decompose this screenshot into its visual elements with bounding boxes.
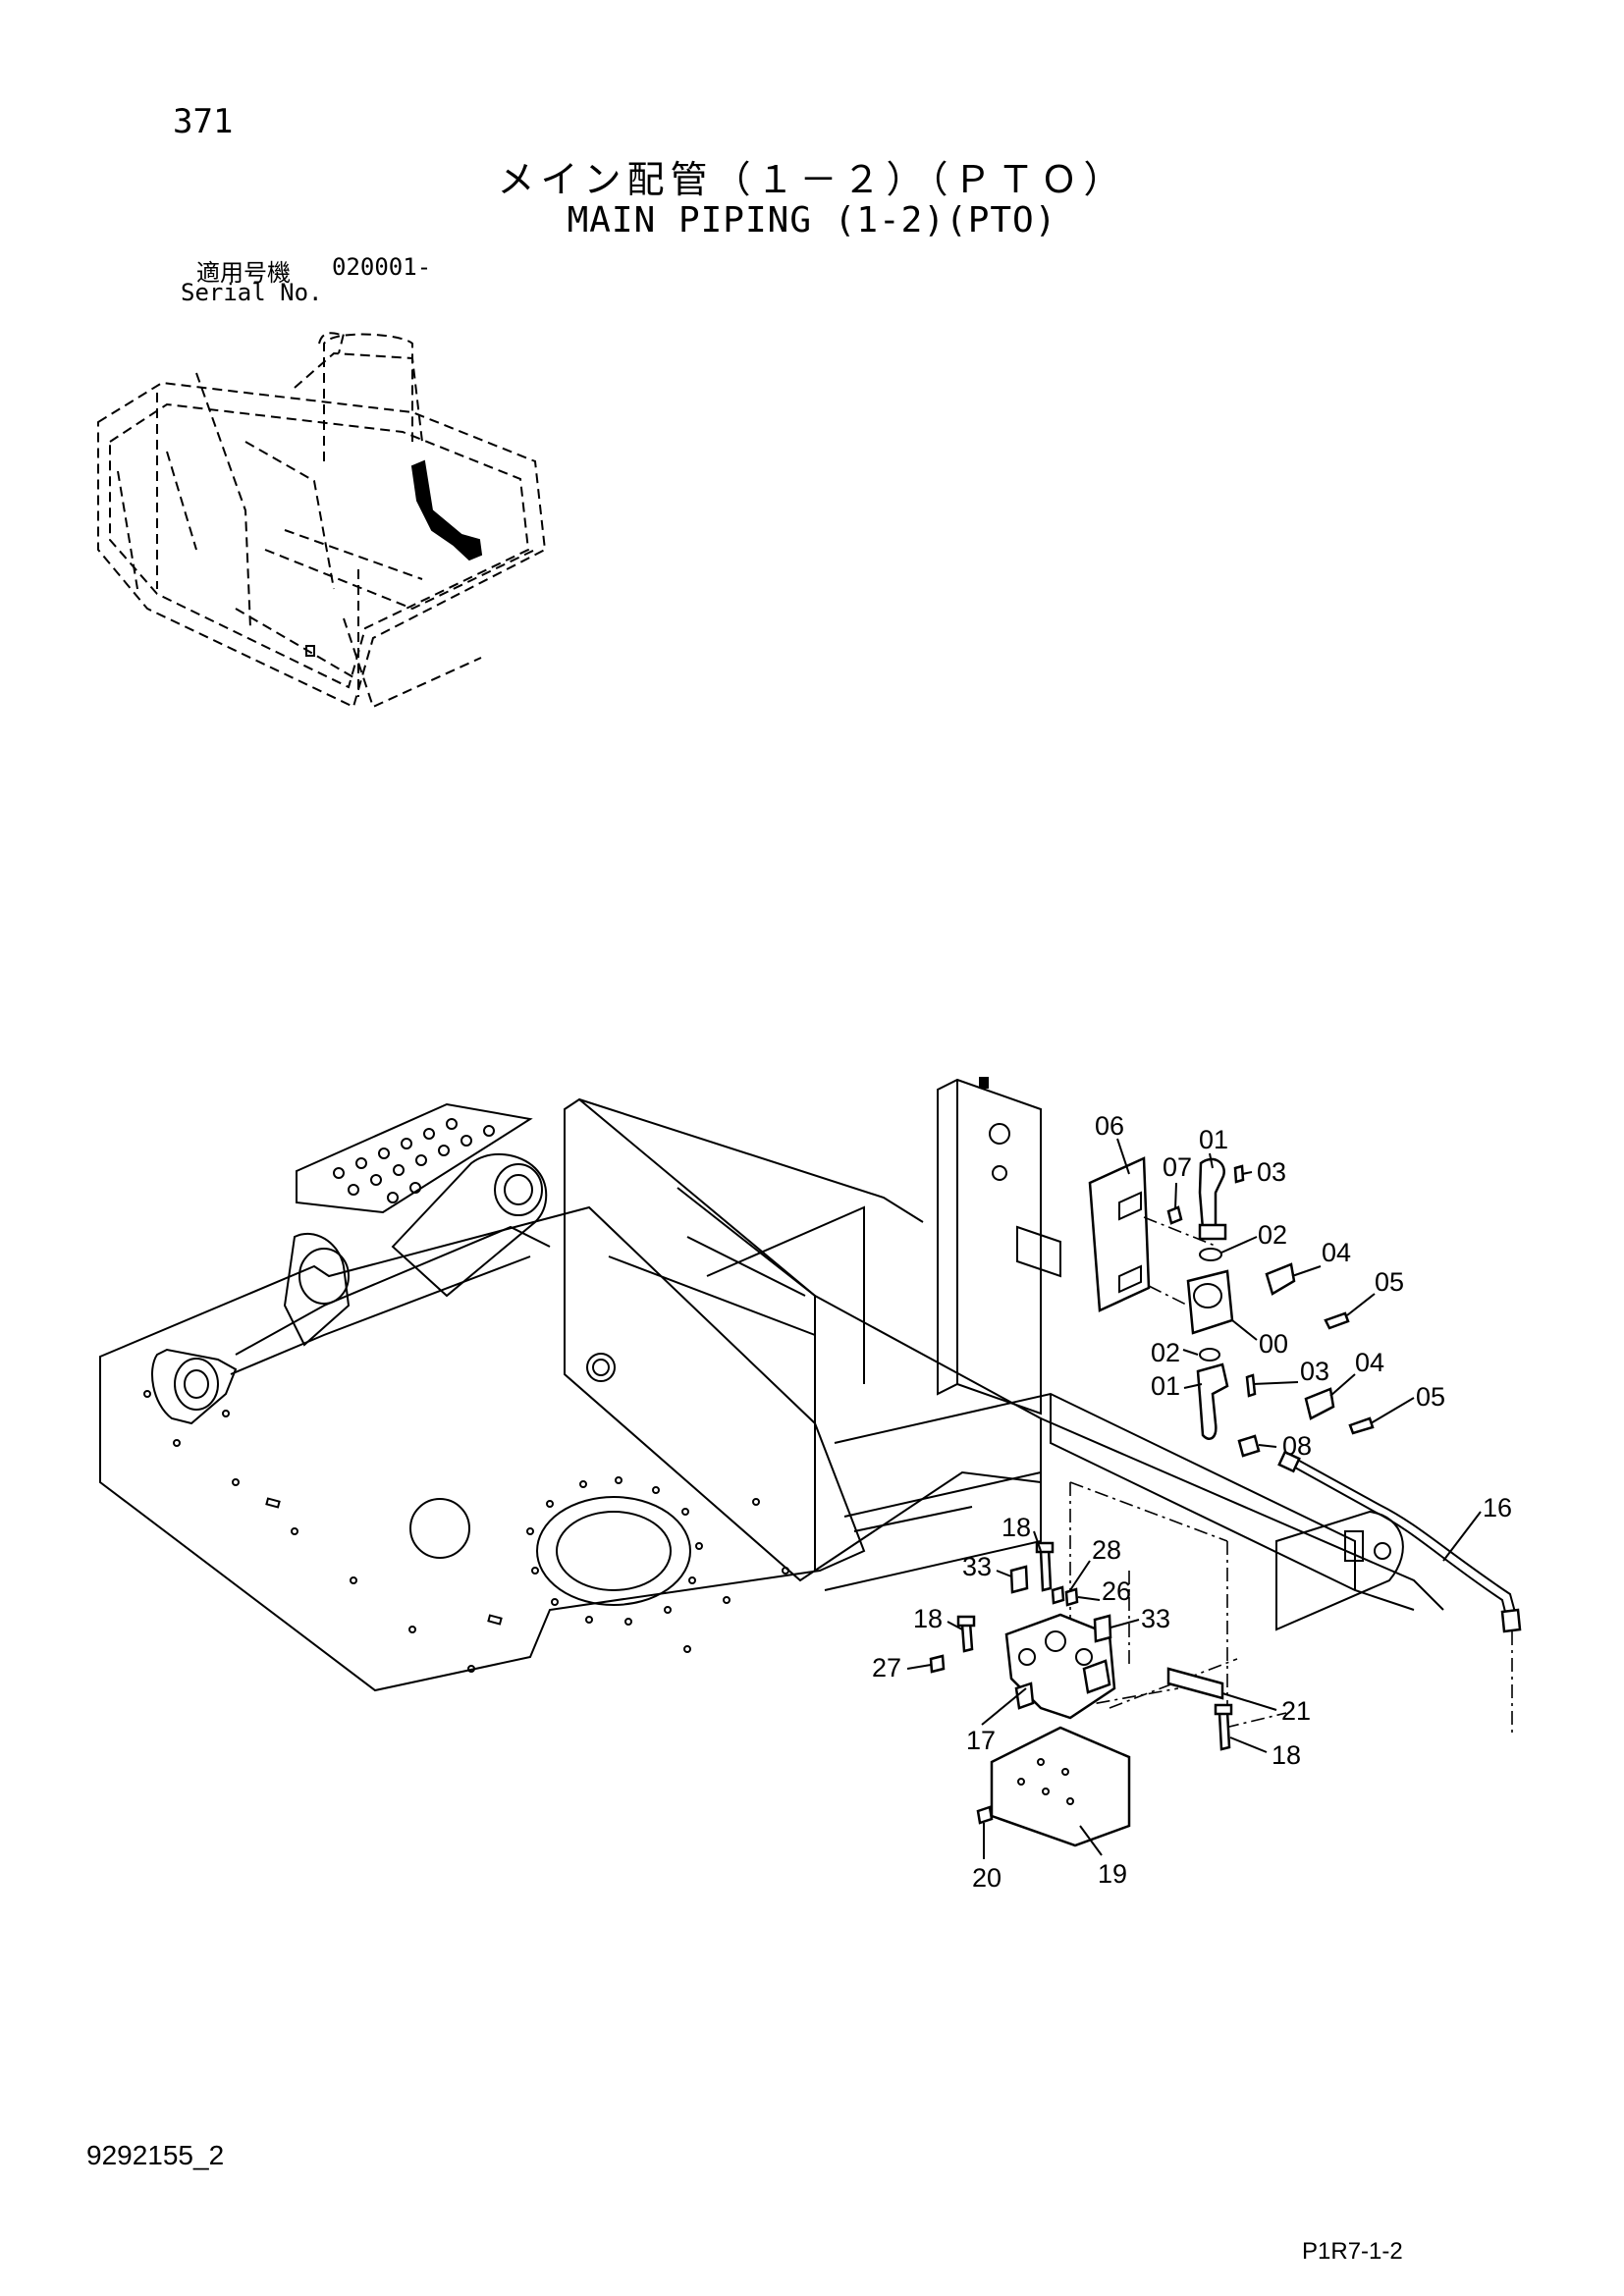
callout-labels: 06 01 07 03 02 04 05 00 02 03 04 01 05 0…: [872, 1111, 1512, 1893]
callout-33: 33: [1141, 1604, 1170, 1633]
pressure-block-assembly: [929, 1481, 1287, 1847]
callout-18: 18: [1272, 1740, 1301, 1770]
callout-05: 05: [1416, 1382, 1445, 1412]
page-code: P1R7-1-2: [1302, 2238, 1403, 2265]
document-number: 9292155_2: [86, 2140, 225, 2170]
title-english: MAIN PIPING (1-2)(PTO): [567, 200, 1057, 240]
locator-thumbnail: [97, 332, 547, 709]
callout-18: 18: [1001, 1513, 1031, 1542]
callout-21: 21: [1281, 1696, 1311, 1726]
callout-17: 17: [966, 1726, 996, 1755]
solenoid-valve-group: [1088, 1156, 1522, 1737]
callout-33: 33: [962, 1552, 992, 1581]
callout-08: 08: [1282, 1431, 1312, 1461]
callout-04: 04: [1355, 1348, 1384, 1377]
title-japanese: メイン配管（１－２）（ＰＴＯ）: [497, 158, 1127, 201]
callout-06: 06: [1095, 1111, 1124, 1141]
page-number: 371: [173, 102, 234, 141]
callout-02: 02: [1151, 1338, 1180, 1367]
serial-label-japanese: 適用号機: [196, 259, 291, 287]
callout-18: 18: [913, 1604, 943, 1633]
callout-03: 03: [1300, 1357, 1329, 1386]
callout-07: 07: [1163, 1152, 1192, 1182]
callout-20: 20: [972, 1863, 1001, 1893]
callout-01: 01: [1199, 1125, 1228, 1154]
callout-04: 04: [1322, 1238, 1351, 1267]
callout-16: 16: [1483, 1493, 1512, 1522]
callout-05: 05: [1375, 1267, 1404, 1297]
callout-27: 27: [872, 1653, 901, 1682]
callout-28: 28: [1092, 1535, 1121, 1565]
callout-26: 26: [1102, 1576, 1131, 1606]
serial-value: 020001-: [332, 253, 432, 281]
leader-lines: [906, 1138, 1482, 1859]
frame-assembly: [99, 1077, 1444, 1692]
callout-19: 19: [1098, 1859, 1127, 1889]
callout-00: 00: [1259, 1329, 1288, 1359]
callout-03: 03: [1257, 1157, 1286, 1187]
callout-01: 01: [1151, 1371, 1180, 1401]
callout-02: 02: [1258, 1220, 1287, 1250]
serial-label-english: Serial No.: [181, 279, 323, 306]
